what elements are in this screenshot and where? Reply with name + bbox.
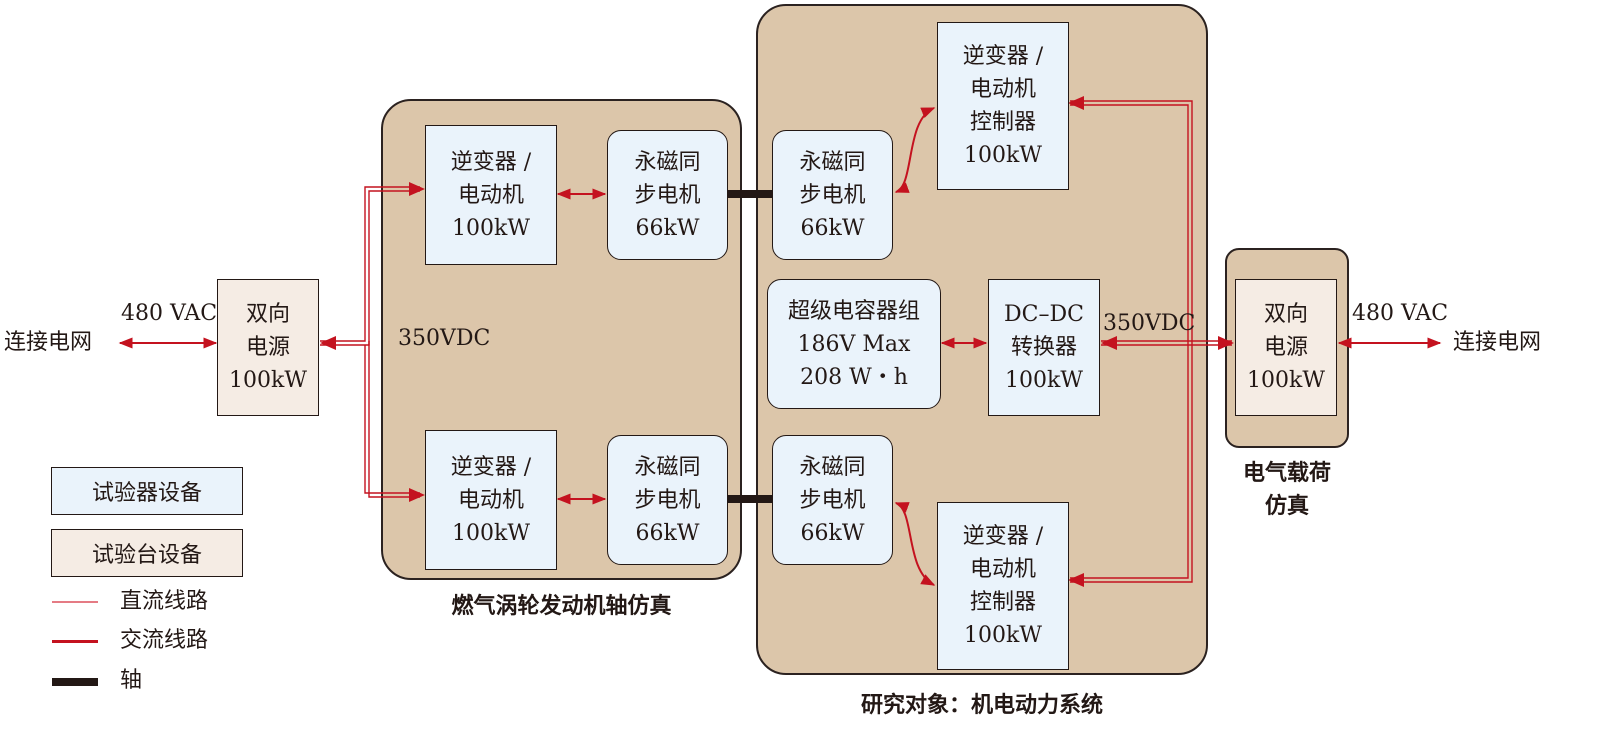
pm-bot-left-line-3: 66kW — [635, 520, 700, 546]
ctrl-top-line-2: 电动机 — [969, 77, 1036, 102]
legend-ac-line-swatch — [52, 640, 98, 643]
inv-bot-left-line-2: 电动机 — [457, 487, 524, 513]
legend-ac-line-label: 交流线路 — [120, 628, 209, 653]
psu-right-line-1: 双向 — [1263, 302, 1308, 327]
inv-top-left-line-1: 逆变器 / — [450, 149, 532, 175]
pm-top-right-line-3: 66kW — [800, 215, 865, 241]
inv-bot-left-line-1: 逆变器 / — [450, 454, 532, 480]
bidirectional-psu-left: 双向 电源 100kW — [217, 279, 319, 416]
supercapacitor-bank: 超级电容器组 186V Max 208 W・h — [767, 279, 941, 409]
supercap-line-3: 208 W・h — [800, 364, 908, 390]
ac-lines — [118, 107, 1442, 586]
legend-shaft-swatch — [52, 678, 98, 686]
inverter-motor-bottom-left: 逆变器 / 电动机 100kW — [425, 430, 557, 570]
dc-bus-left-arrowheads — [320, 182, 425, 502]
inv-top-left-line-3: 100kW — [452, 215, 530, 241]
bus-right-label: 350VDC — [1103, 311, 1196, 336]
pm-top-right-line-2: 步电机 — [799, 182, 866, 208]
dc-bus-right — [1070, 100, 1232, 583]
psu-left-line-3: 100kW — [229, 368, 307, 393]
ctrl-bot-line-3: 控制器 — [969, 590, 1036, 615]
legend-bench-equipment: 试验台设备 — [51, 529, 243, 577]
grid-left-voltage: 480 VAC — [121, 301, 218, 326]
pm-top-left-line-2: 步电机 — [634, 182, 701, 208]
dc-dc-converter: DC–DC 转换器 100kW — [988, 279, 1100, 416]
supercap-line-2: 186V Max — [797, 331, 911, 357]
engine-shaft-sim-caption: 燃气涡轮发动机轴仿真 — [451, 594, 672, 619]
pm-motor-bottom-left: 永磁同 步电机 66kW — [607, 435, 728, 565]
supercap-line-1: 超级电容器组 — [787, 298, 920, 324]
dcdc-line-1: DC–DC — [1004, 302, 1084, 327]
research-object-caption: 研究对象：机电动力系统 — [860, 693, 1103, 718]
ctrl-bot-line-1: 逆变器 / — [962, 524, 1044, 549]
inv-bot-left-line-3: 100kW — [452, 520, 530, 546]
inverter-motor-controller-top: 逆变器 / 电动机 控制器 100kW — [937, 22, 1069, 190]
bidirectional-psu-right: 双向 电源 100kW — [1235, 279, 1337, 416]
legend-dc-line-label: 直流线路 — [120, 589, 209, 614]
pm-bot-left-line-2: 步电机 — [634, 487, 701, 513]
pm-bot-right-line-2: 步电机 — [799, 487, 866, 513]
grid-right-voltage: 480 VAC — [1352, 301, 1449, 326]
legend-test-equipment-label: 试验器设备 — [91, 481, 202, 506]
ctrl-bot-line-4: 100kW — [964, 623, 1042, 648]
ctrl-bot-line-2: 电动机 — [969, 557, 1036, 582]
pm-top-left-line-1: 永磁同 — [634, 149, 701, 175]
inv-top-left-line-2: 电动机 — [457, 182, 524, 208]
load-sim-caption-line-1: 电气载荷 — [1242, 461, 1331, 486]
inverter-motor-controller-bottom: 逆变器 / 电动机 控制器 100kW — [937, 502, 1069, 670]
load-sim-caption-line-2: 仿真 — [1264, 494, 1309, 519]
legend-bench-equipment-label: 试验台设备 — [91, 543, 202, 568]
grid-right-label: 连接电网 — [1453, 330, 1542, 355]
ctrl-top-line-1: 逆变器 / — [962, 44, 1044, 69]
legend-shaft-label: 轴 — [120, 668, 143, 693]
ctrl-top-line-3: 控制器 — [969, 110, 1036, 135]
dc-bus-right-arrowheads — [1068, 96, 1234, 587]
psu-right-line-3: 100kW — [1247, 368, 1325, 393]
pm-motor-top-left: 永磁同 步电机 66kW — [607, 130, 728, 260]
pm-top-right-line-1: 永磁同 — [799, 149, 866, 175]
pm-bot-right-line-1: 永磁同 — [799, 454, 866, 480]
pm-bot-right-line-3: 66kW — [800, 520, 865, 546]
legend-test-equipment: 试验器设备 — [51, 467, 243, 515]
pm-motor-top-right: 永磁同 步电机 66kW — [772, 130, 893, 260]
psu-left-line-2: 电源 — [245, 335, 290, 360]
pm-top-left-line-3: 66kW — [635, 215, 700, 241]
inverter-motor-top-left: 逆变器 / 电动机 100kW — [425, 125, 557, 265]
dc-bus-left — [320, 186, 420, 498]
grid-left-label: 连接电网 — [4, 330, 93, 355]
pm-bot-left-line-1: 永磁同 — [634, 454, 701, 480]
psu-right-line-2: 电源 — [1263, 335, 1308, 360]
legend-dc-line-swatch — [52, 601, 98, 603]
dcdc-line-2: 转换器 — [1010, 335, 1077, 360]
dcdc-line-3: 100kW — [1005, 368, 1083, 393]
ctrl-top-line-4: 100kW — [964, 143, 1042, 168]
psu-left-line-1: 双向 — [245, 302, 290, 327]
pm-motor-bottom-right: 永磁同 步电机 66kW — [772, 435, 893, 565]
bus-left-label: 350VDC — [398, 326, 491, 351]
